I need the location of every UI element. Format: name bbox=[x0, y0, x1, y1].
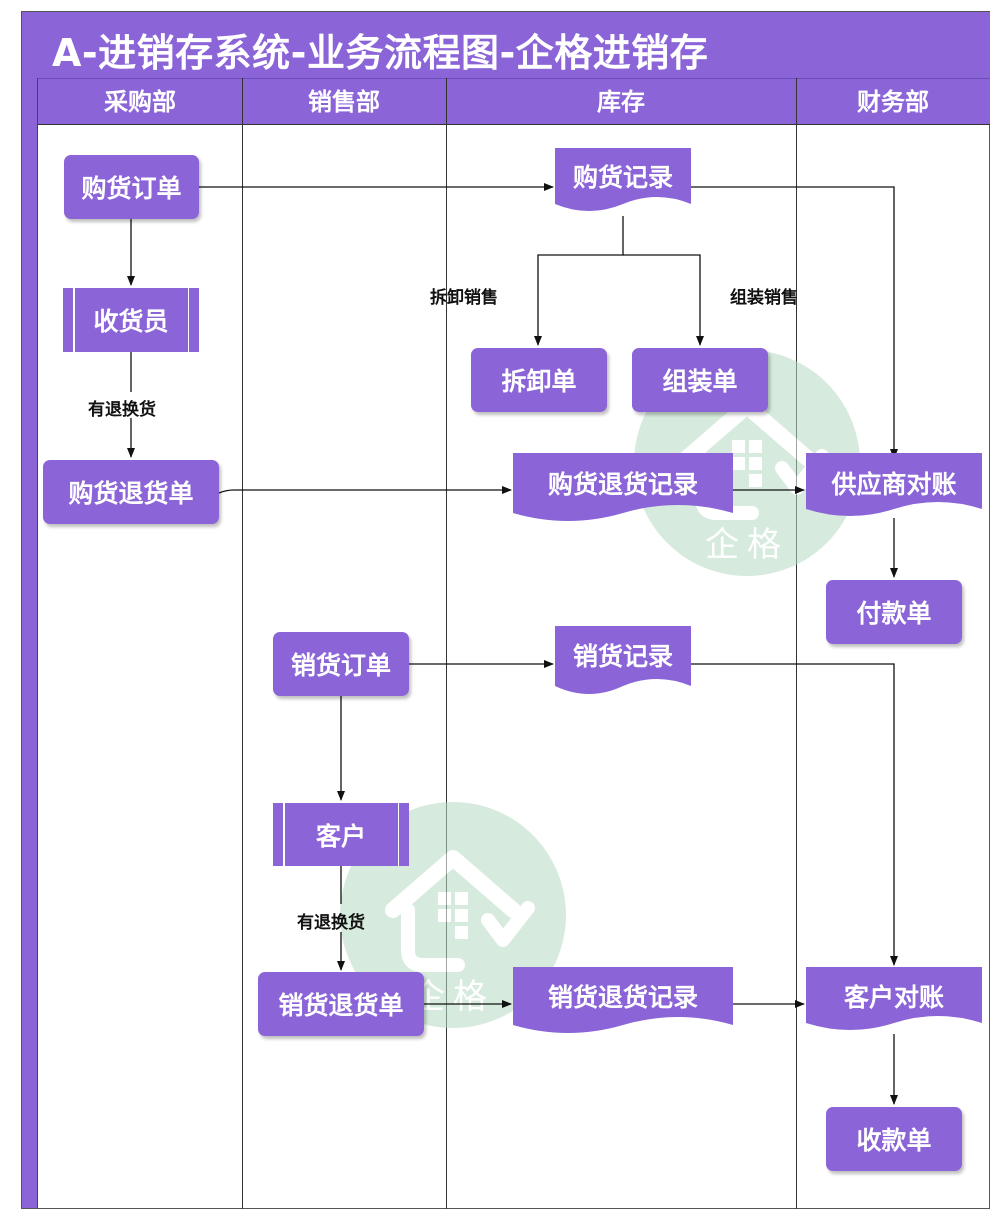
edge-sales-record-to-customer-rec bbox=[691, 663, 898, 966]
node-sales-record-label: 销货记录 bbox=[572, 642, 673, 671]
node-assembly-order[interactable]: 组装单 bbox=[632, 348, 768, 412]
edge-return-to-return-record bbox=[218, 486, 512, 494]
diagram-title: A-进销存系统-业务流程图-企格进销存 bbox=[52, 31, 709, 75]
node-purchase-record[interactable]: 购货记录 bbox=[555, 148, 691, 218]
edge-record-to-disassembly bbox=[534, 216, 624, 346]
lane-header-purchasing: 采购部 bbox=[104, 88, 176, 116]
node-purchase-order[interactable]: 购货订单 bbox=[64, 155, 199, 219]
node-sales-record[interactable]: 销货记录 bbox=[555, 626, 691, 702]
node-payment-order[interactable]: 付款单 bbox=[826, 580, 962, 644]
edge-label-assembly-sale: 组装销售 bbox=[730, 288, 798, 308]
node-supplier-reconcile[interactable]: 供应商对账 bbox=[806, 453, 982, 523]
lane-divider bbox=[446, 78, 447, 1209]
edge-label-disassembly-sale: 拆卸销售 bbox=[430, 288, 498, 308]
title-bar: A-进销存系统-业务流程图-企格进销存 bbox=[22, 12, 990, 78]
lane-divider bbox=[242, 78, 243, 1209]
node-receiver[interactable]: 收货员 bbox=[63, 288, 199, 352]
diagram-frame bbox=[21, 11, 990, 1209]
node-purchase-return-record[interactable]: 购货退货记录 bbox=[513, 453, 733, 529]
node-disassembly-order[interactable]: 拆卸单 bbox=[471, 348, 607, 412]
node-customer-label: 客户 bbox=[315, 821, 366, 851]
header-divider bbox=[38, 124, 990, 125]
edge-record-to-supplier bbox=[691, 186, 898, 459]
node-purchase-record-label: 购货记录 bbox=[572, 163, 673, 192]
lane-header-sales: 销售部 bbox=[308, 88, 380, 116]
left-strip bbox=[22, 78, 38, 1208]
edge-label-has-return: 有退换货 bbox=[88, 400, 156, 420]
lane-header-row: 采购部 销售部 库存 财务部 bbox=[38, 78, 990, 125]
lane-header-inventory: 库存 bbox=[597, 88, 645, 116]
node-receiver-label: 收货员 bbox=[93, 307, 169, 336]
node-purchase-return[interactable]: 购货退货单 bbox=[43, 460, 219, 524]
edge-record-to-assembly bbox=[623, 254, 704, 346]
node-receipt-order[interactable]: 收款单 bbox=[826, 1107, 962, 1171]
node-customer-reconcile[interactable]: 客户对账 bbox=[806, 967, 982, 1037]
node-supplier-reconcile-label: 供应商对账 bbox=[831, 470, 957, 499]
node-sales-return-record[interactable]: 销货退货记录 bbox=[513, 967, 733, 1041]
lane-header-finance: 财务部 bbox=[857, 88, 929, 116]
node-customer-reconcile-label: 客户对账 bbox=[843, 983, 944, 1012]
node-customer[interactable]: 客户 bbox=[273, 803, 409, 866]
node-sales-return[interactable]: 销货退货单 bbox=[258, 972, 424, 1036]
node-sales-order[interactable]: 销货订单 bbox=[273, 632, 409, 696]
edge-label-has-return: 有退换货 bbox=[297, 913, 365, 933]
lane-divider bbox=[796, 78, 797, 1209]
node-purchase-return-record-label: 购货退货记录 bbox=[547, 470, 698, 499]
node-sales-return-record-label: 销货退货记录 bbox=[547, 983, 698, 1012]
